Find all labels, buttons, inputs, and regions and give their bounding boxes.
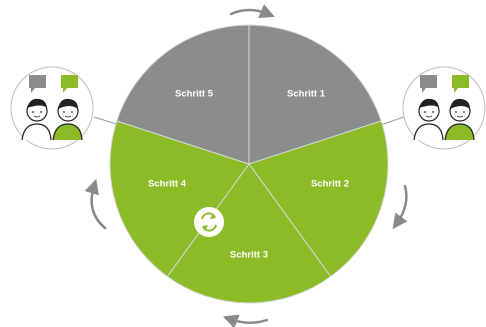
segment-step-1 — [248, 24, 382, 165]
right-participants-icon — [402, 66, 486, 150]
step-1-label: Schritt 1 — [287, 89, 326, 100]
step-5-label: Schritt 5 — [175, 89, 214, 100]
left-cycle-arrow-icon — [84, 178, 107, 230]
refresh-icon — [194, 207, 224, 237]
cycle-segments — [109, 24, 389, 304]
right-cycle-arrow-icon — [392, 184, 408, 230]
step-2-label: Schritt 2 — [311, 179, 349, 190]
left-participants-icon — [10, 66, 94, 150]
step-4-label: Schritt 4 — [148, 179, 187, 190]
segment-step-3 — [166, 163, 332, 304]
segment-step-4 — [109, 120, 250, 278]
segment-step-5 — [116, 24, 250, 165]
top-cycle-arrow-icon — [229, 4, 275, 19]
step-3-label: Schritt 3 — [230, 250, 268, 261]
segment-step-2 — [248, 120, 389, 278]
bottom-cycle-arrow-icon — [222, 314, 269, 327]
